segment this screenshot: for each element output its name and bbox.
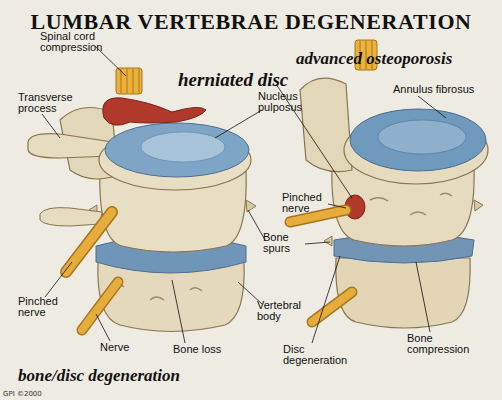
leader-line — [215, 110, 262, 138]
part-label: Nucleus pulposus — [258, 91, 318, 113]
leader-line — [418, 96, 446, 118]
posterior-arch — [300, 78, 352, 171]
part-label: Nerve — [100, 342, 150, 353]
section-heading: advanced osteoporosis — [296, 49, 452, 69]
upper-disc — [105, 123, 249, 177]
part-label: Vertebral body — [257, 300, 312, 322]
annulus-rings — [378, 120, 466, 154]
part-label: Annulus fibrosus — [393, 84, 493, 95]
part-label: Bone loss — [173, 344, 233, 355]
transverse-process-lower — [40, 208, 102, 226]
nucleus-pulposus — [141, 132, 225, 162]
leader-line — [172, 280, 185, 343]
leader-line — [45, 262, 72, 297]
leader-line — [312, 256, 340, 343]
spinal-cord-fibres — [121, 68, 139, 94]
part-label: Transverse process — [18, 92, 88, 114]
leader-line — [42, 114, 60, 138]
nerve-outline — [312, 292, 352, 322]
nerve-outline — [66, 212, 112, 272]
part-label: Bone spurs — [263, 232, 308, 254]
part-label: Bone compression — [407, 333, 475, 355]
leader-lines — [42, 46, 446, 343]
part-label: Pinched nerve — [18, 296, 68, 318]
copyright-note: GPI ©2000 — [3, 390, 42, 398]
transverse-process — [28, 134, 112, 158]
nerve — [312, 292, 352, 322]
leader-line — [305, 242, 330, 244]
nerve-outline — [82, 282, 118, 330]
leader-line — [416, 262, 430, 332]
section-heading: herniated disc — [178, 69, 288, 91]
part-label: Spinal cord compression — [40, 31, 115, 53]
leader-line — [328, 204, 346, 208]
spinal-cord — [116, 68, 142, 94]
leader-line — [248, 210, 265, 240]
leader-line — [96, 314, 110, 341]
bone-compression-marks — [370, 193, 452, 215]
part-label: Disc degeneration — [283, 344, 357, 366]
part-label: Pinched nerve — [282, 192, 332, 214]
nerve — [82, 282, 118, 330]
bone-loss-marks — [110, 283, 202, 300]
section-heading: bone/disc degeneration — [18, 366, 180, 386]
pinched-nerve — [66, 212, 112, 272]
left-vertebrae — [28, 68, 256, 332]
upper-disc — [350, 109, 486, 171]
herniated-nucleus — [103, 98, 206, 125]
